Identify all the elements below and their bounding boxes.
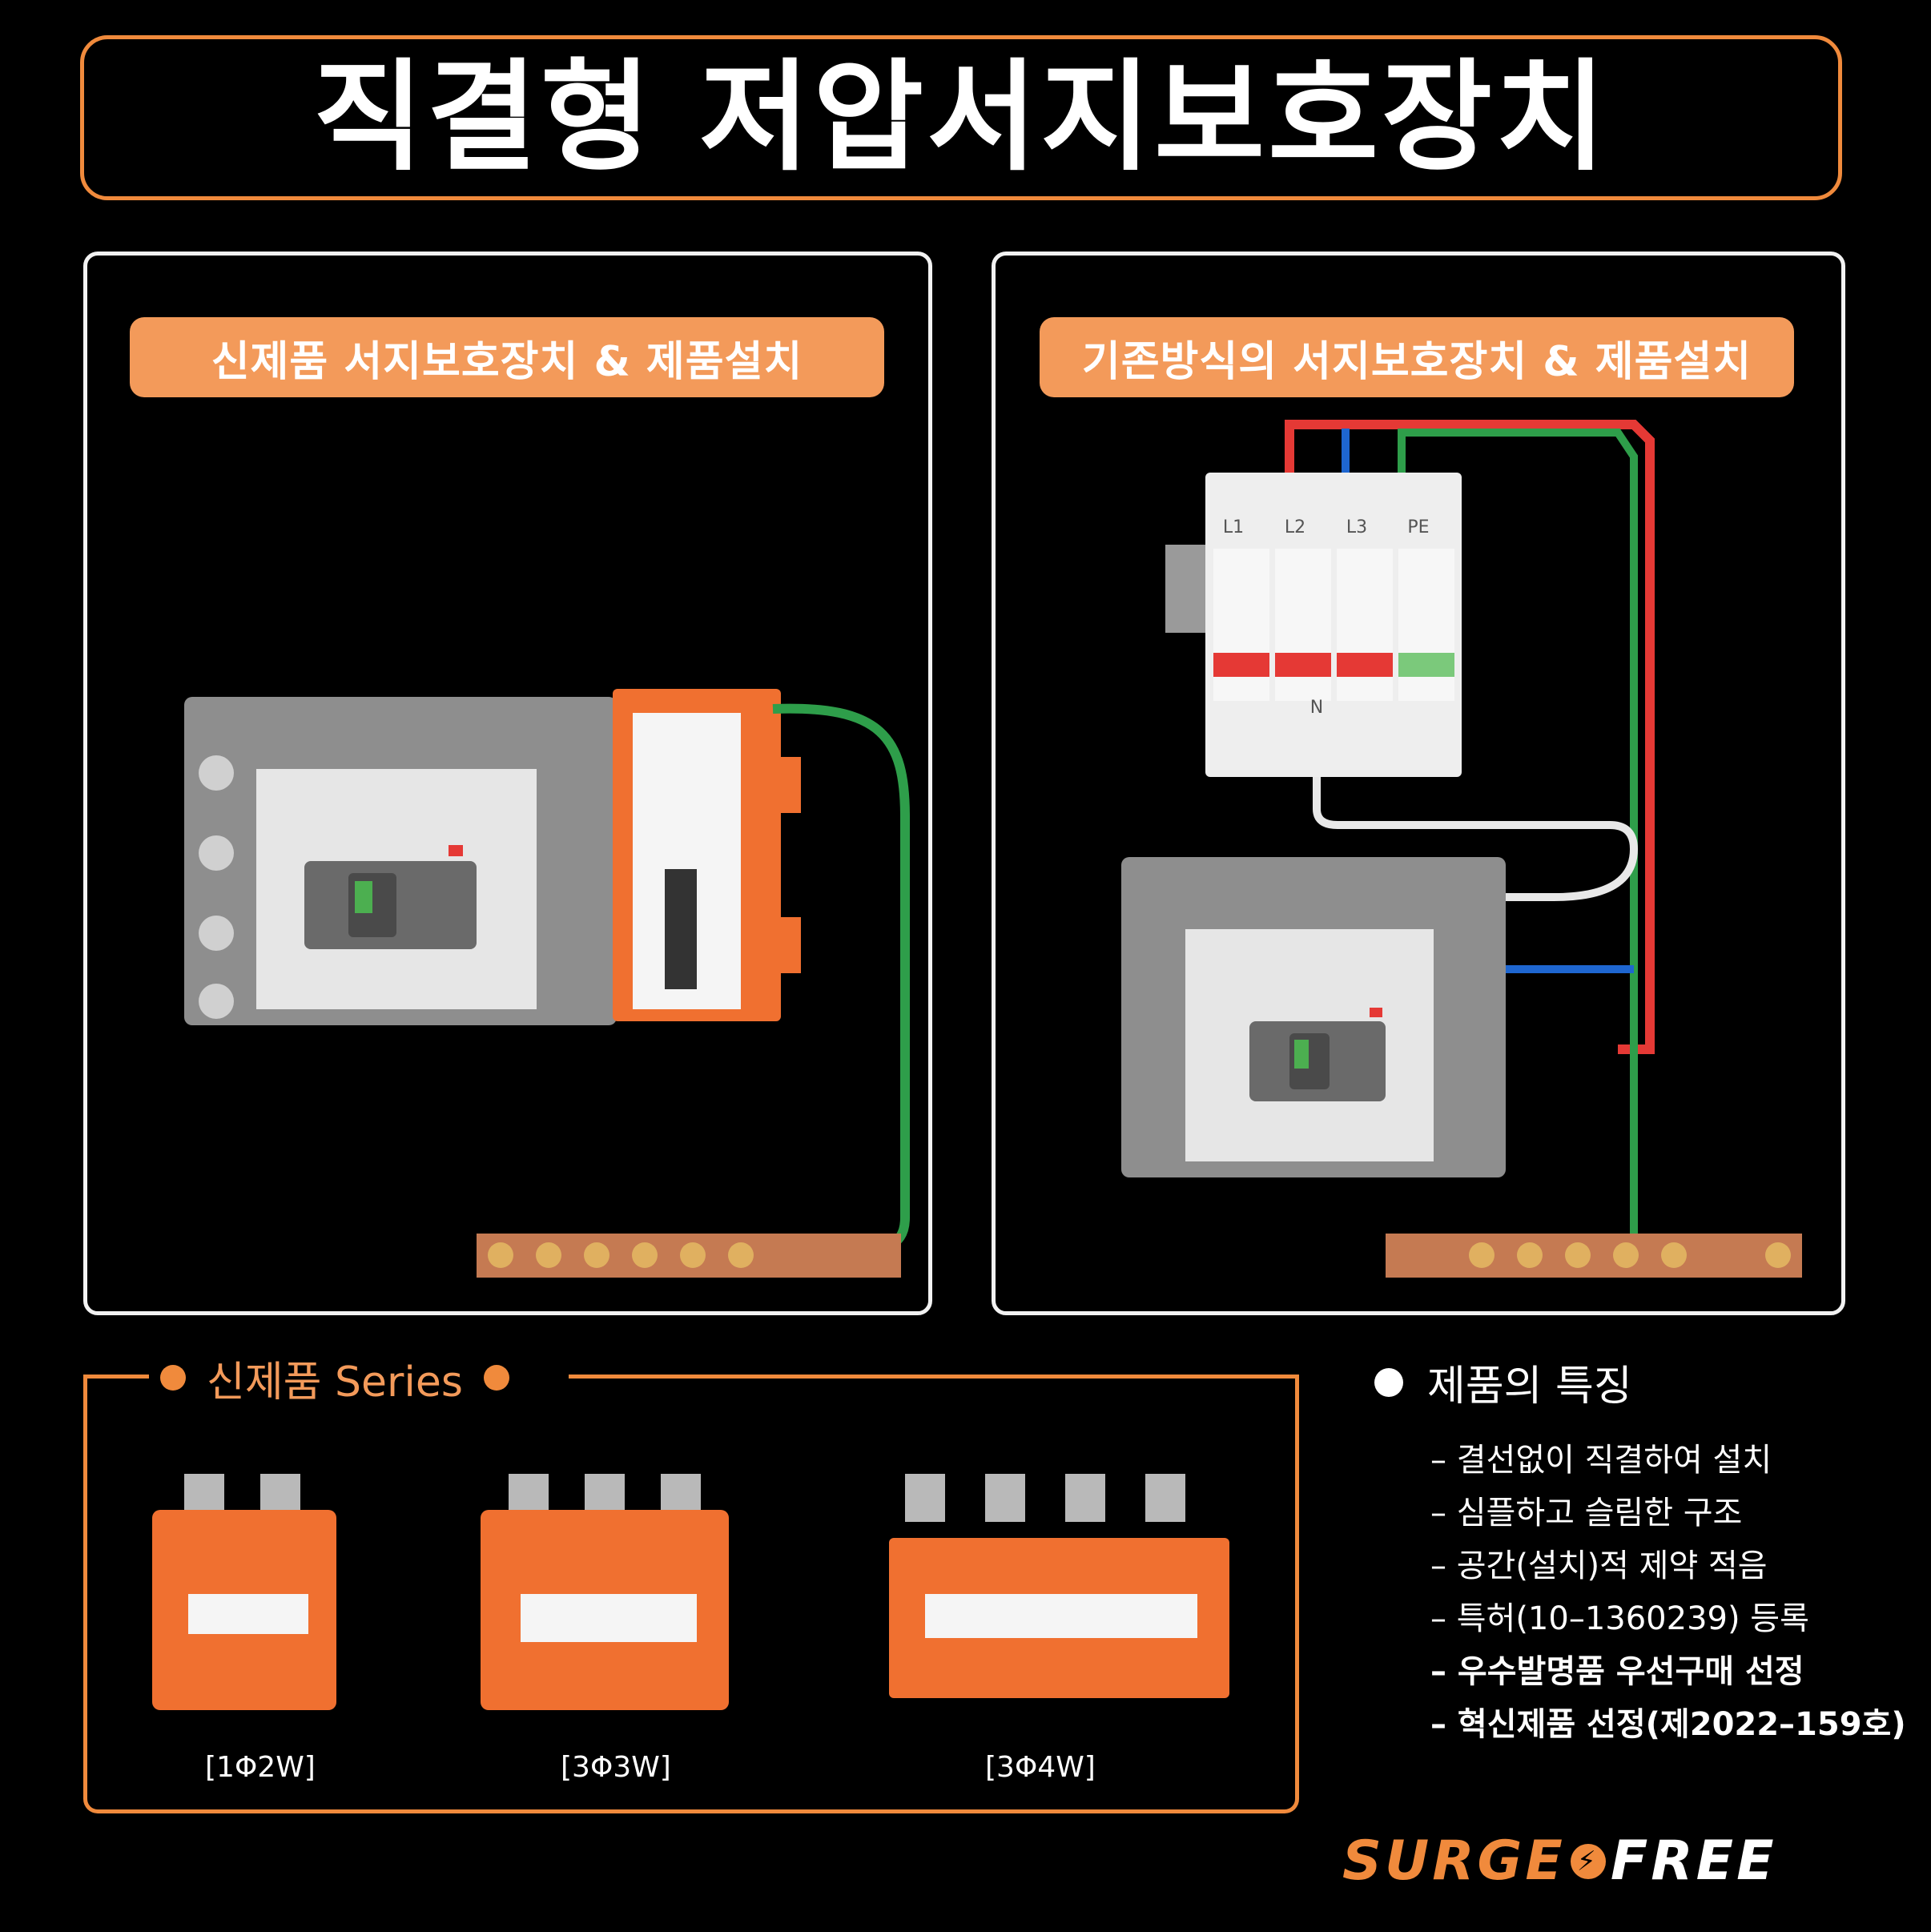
feature-item: – 혁신제품 선정(제2022–159호) — [1430, 1706, 1906, 1743]
legacy-installation-illustration: L1 L2 L3 PE N — [1121, 420, 1802, 1278]
terminal-label-l1: L1 — [1223, 517, 1244, 537]
series-label-3p4w: [3Φ4W] — [985, 1751, 1096, 1784]
series-product-3p4w — [889, 1474, 1229, 1698]
terminal-label-l3: L3 — [1346, 517, 1367, 537]
series-product-3p3w — [481, 1474, 729, 1710]
new-installation-illustration — [184, 689, 910, 1278]
series-label-1p2w: [1Φ2W] — [205, 1751, 316, 1784]
new-product-heading: 신제품 서지보호장치 & 제품설치 — [130, 317, 884, 397]
white-dot-icon — [1374, 1367, 1403, 1397]
brand-part2: FREE — [1610, 1829, 1777, 1893]
series-frame-top-right — [569, 1375, 1299, 1379]
feature-item: – 결선없이 직결하여 설치 — [1430, 1442, 1772, 1479]
series-title-text: 신제품 Series — [207, 1358, 463, 1407]
orange-dot-icon — [160, 1365, 186, 1391]
brand-part1: SURGE — [1342, 1829, 1566, 1893]
series-label-3p3w: [3Φ3W] — [561, 1751, 671, 1784]
legacy-product-panel — [992, 252, 1845, 1315]
terminal-label-l2: L2 — [1285, 517, 1305, 537]
lightning-bolt-icon: ⚡ — [1570, 1843, 1606, 1879]
terminal-label-pe: PE — [1407, 517, 1429, 537]
orange-dot-icon — [483, 1365, 509, 1391]
features-heading-text: 제품의 특징 — [1427, 1362, 1632, 1411]
series-frame-top-left — [83, 1375, 149, 1379]
feature-item: – 우수발명품 우선구매 선정 — [1430, 1653, 1804, 1690]
title-banner: 직결형 저압서지보호장치 — [80, 35, 1842, 200]
series-frame — [83, 1375, 1299, 1813]
new-product-panel — [83, 252, 932, 1315]
features-list: – 결선없이 직결하여 설치 – 심플하고 슬림한 구조 – 공간(설치)적 제… — [1430, 1434, 1906, 1751]
feature-item: – 특허(10–1360239) 등록 — [1430, 1600, 1809, 1637]
series-product-1p2w — [152, 1474, 336, 1710]
legacy-product-heading: 기존방식의 서지보호장치 & 제품설치 — [1040, 317, 1794, 397]
brand-logo: SURGE ⚡ FREE — [1342, 1829, 1777, 1893]
feature-item: – 공간(설치)적 제약 적음 — [1430, 1548, 1768, 1584]
legacy-ground-bar — [1386, 1234, 1802, 1278]
feature-item: – 심플하고 슬림한 구조 — [1430, 1495, 1743, 1532]
series-title: 신제품 Series — [160, 1354, 509, 1407]
page-title: 직결형 저압서지보호장치 — [312, 48, 1610, 187]
features-heading: 제품의 특징 — [1374, 1352, 1632, 1412]
terminal-label-n: N — [1310, 698, 1323, 718]
